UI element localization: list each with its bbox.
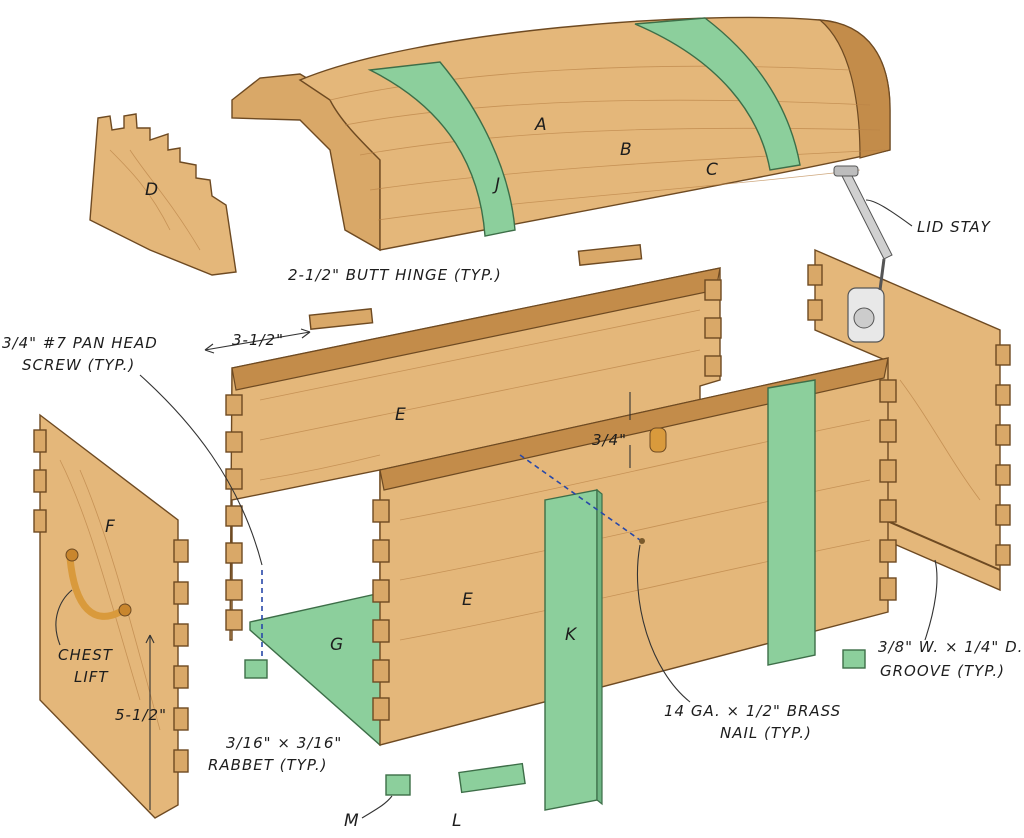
bottom-face [249,591,386,747]
rabbet-label-line2: RABBET (TYP.) [208,756,327,774]
lid-stay-leader [865,199,913,227]
rabbet-label-line1: 3/16" × 3/16" [226,734,342,752]
nail-label-line2: NAIL (TYP.) [720,724,812,742]
nail-leader [636,544,691,703]
lid-stay-label: LID STAY [917,218,992,236]
dimension-5-half: 5-1/2" [115,634,167,810]
part-label-f: F [105,517,115,537]
block-right [842,649,866,669]
pan-head-leader [139,374,263,566]
nail-alignment-dash [519,454,641,541]
left-end-pins [33,429,189,773]
part-label-k: K [565,625,578,645]
lid-body [298,16,891,251]
lid-strap-j-left [367,61,516,237]
part-label-g: G [330,635,343,655]
block-left [244,659,268,679]
cleat-l [458,762,526,794]
part-label-m: M [344,811,359,831]
lid-stay-bracket-icon [833,165,859,177]
lock-plate-icon [649,427,667,453]
lid-stay-hardware [833,165,893,343]
lid-stay-pivot-icon [853,307,875,329]
front-panel-e: E [372,357,897,746]
chest-lift-leader [55,589,73,646]
hinge-left-icon [308,308,374,330]
block-m [385,774,411,796]
part-label-l: L [452,811,461,831]
dimension-3-4: 3/4" [592,392,631,468]
left-end-panel-f: F [33,413,189,819]
bottom-panel-g: G [249,591,386,747]
lid-end-d: D [89,113,237,276]
groove-line [884,519,1001,571]
strap-k: K [544,488,603,811]
part-label-b: B [620,140,632,160]
nail-label-line1: 14 GA. × 1/2" BRASS [664,702,841,720]
dimension-3-half: 3-1/2" [204,328,311,354]
groove-leader [924,559,938,641]
back-panel-pins [225,279,722,631]
lid-strap-right [634,17,801,171]
front-panel-top-edge [379,357,889,491]
part-label-a: A [534,115,547,135]
right-end-pins [807,264,1011,566]
part-label-e-front: E [462,590,473,610]
lid-assembly: A B C J [231,16,891,252]
part-label-e-back: E [395,405,406,425]
front-strap-right [767,379,816,666]
dim-3-half-text: 3-1/2" [232,331,284,349]
hinge-right-icon [577,244,643,266]
chest-lift-label-line1: CHEST [58,646,114,664]
strap-k-face [544,489,598,811]
part-label-d: D [145,180,158,200]
butt-hinge-label: 2-1/2" BUTT HINGE (TYP.) [288,266,502,284]
front-panel-pins [372,379,897,721]
chest-lift-handle-icon [66,554,124,620]
part-label-j: J [492,175,500,195]
lid-end-face [818,19,891,159]
part-label-c: C [706,160,718,180]
pan-head-label-line1: 3/4" #7 PAN HEAD [2,334,158,352]
dim-3-4-text: 3/4" [592,431,627,449]
groove-label-line2: GROOVE (TYP.) [880,662,1005,680]
dim-5-half-text: 5-1/2" [115,706,167,724]
groove-label-line1: 3/8" W. × 1/4" D. [878,638,1023,656]
chest-lift-label-line2: LIFT [74,668,109,686]
pan-head-label-line2: SCREW (TYP.) [22,356,135,374]
